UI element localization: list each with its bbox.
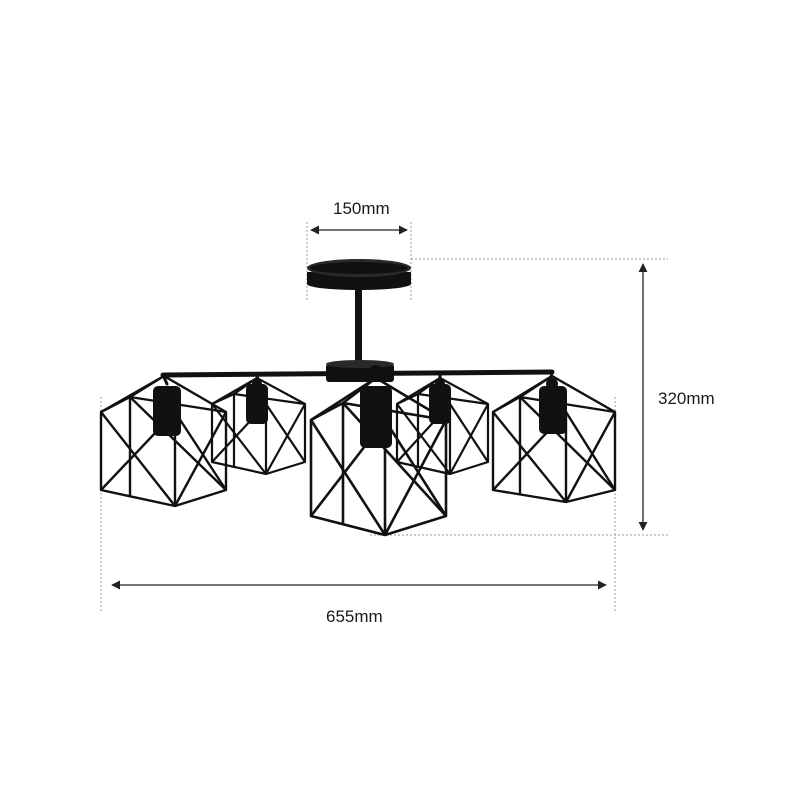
bulb-sockets [153,378,567,436]
guide-lines [100,222,668,612]
canopy [307,259,411,290]
dimension-arrows [111,225,648,590]
cage-center [309,376,448,537]
hub [326,360,394,382]
center-stem [355,286,362,366]
canopy-diameter-label: 150mm [333,199,390,218]
cage-front-left [99,374,228,508]
cage-front-right [491,374,617,504]
height-label: 320mm [658,389,715,408]
width-label: 655mm [326,607,383,626]
